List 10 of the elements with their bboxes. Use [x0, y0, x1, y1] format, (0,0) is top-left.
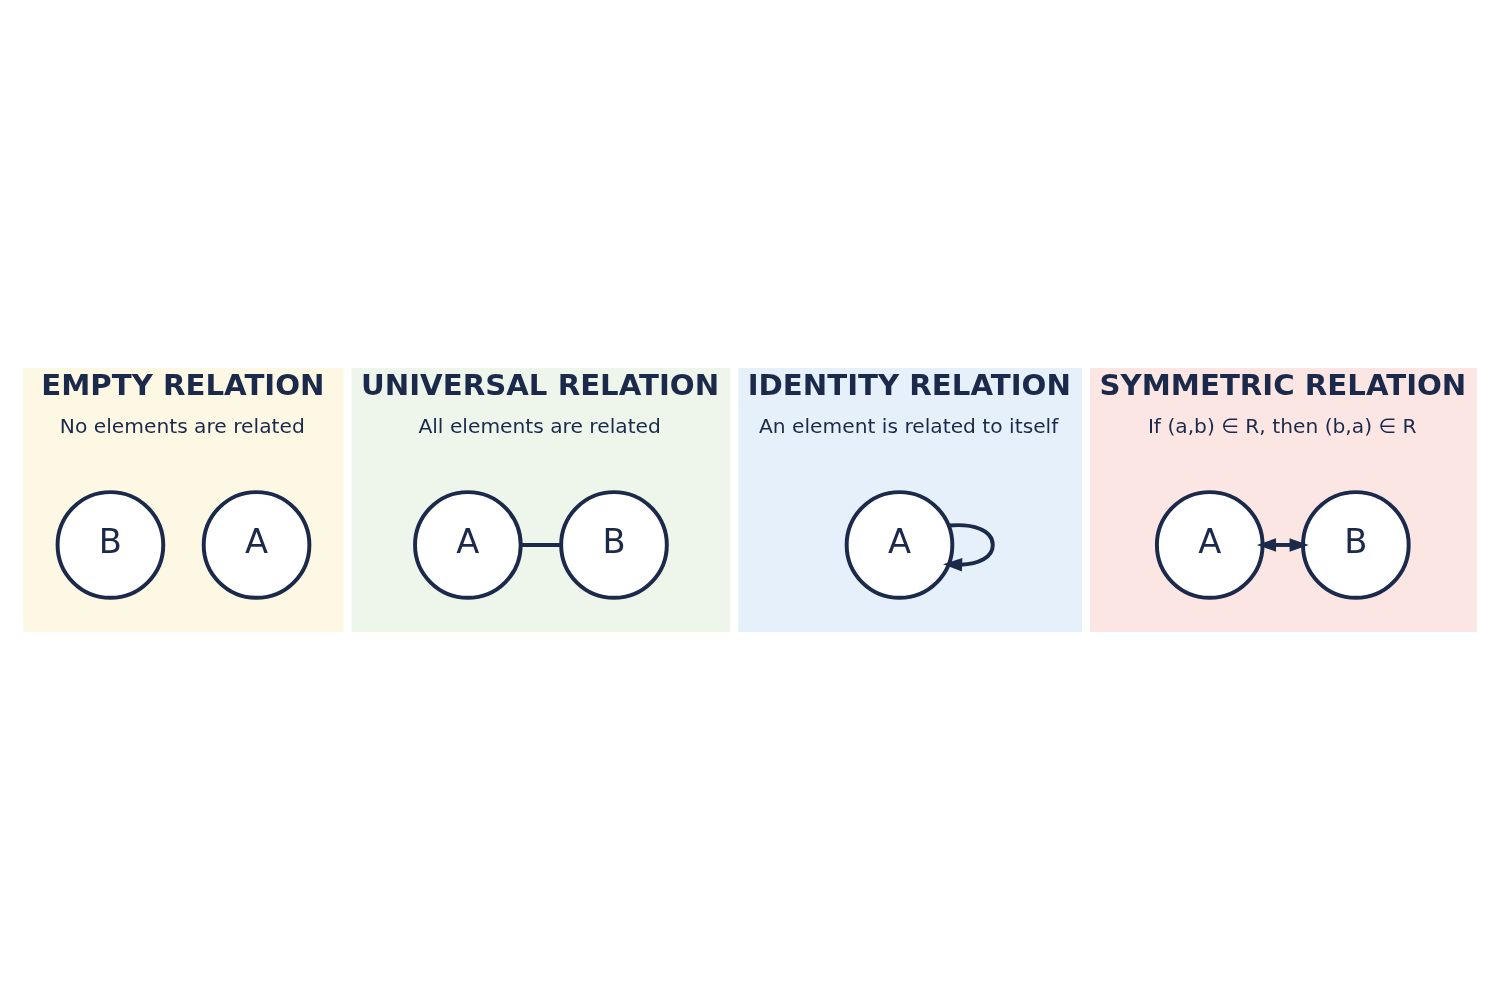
node-circle: B	[559, 490, 669, 600]
node-circle: B	[1301, 490, 1411, 600]
node-circle: A	[844, 490, 955, 600]
node-circle: A	[1154, 490, 1265, 600]
node-circle: A	[413, 490, 523, 600]
node-circle: B	[55, 490, 166, 600]
arrow	[943, 523, 995, 572]
arrow	[1256, 538, 1309, 552]
node-circle: A	[201, 490, 312, 600]
connector	[520, 543, 561, 547]
